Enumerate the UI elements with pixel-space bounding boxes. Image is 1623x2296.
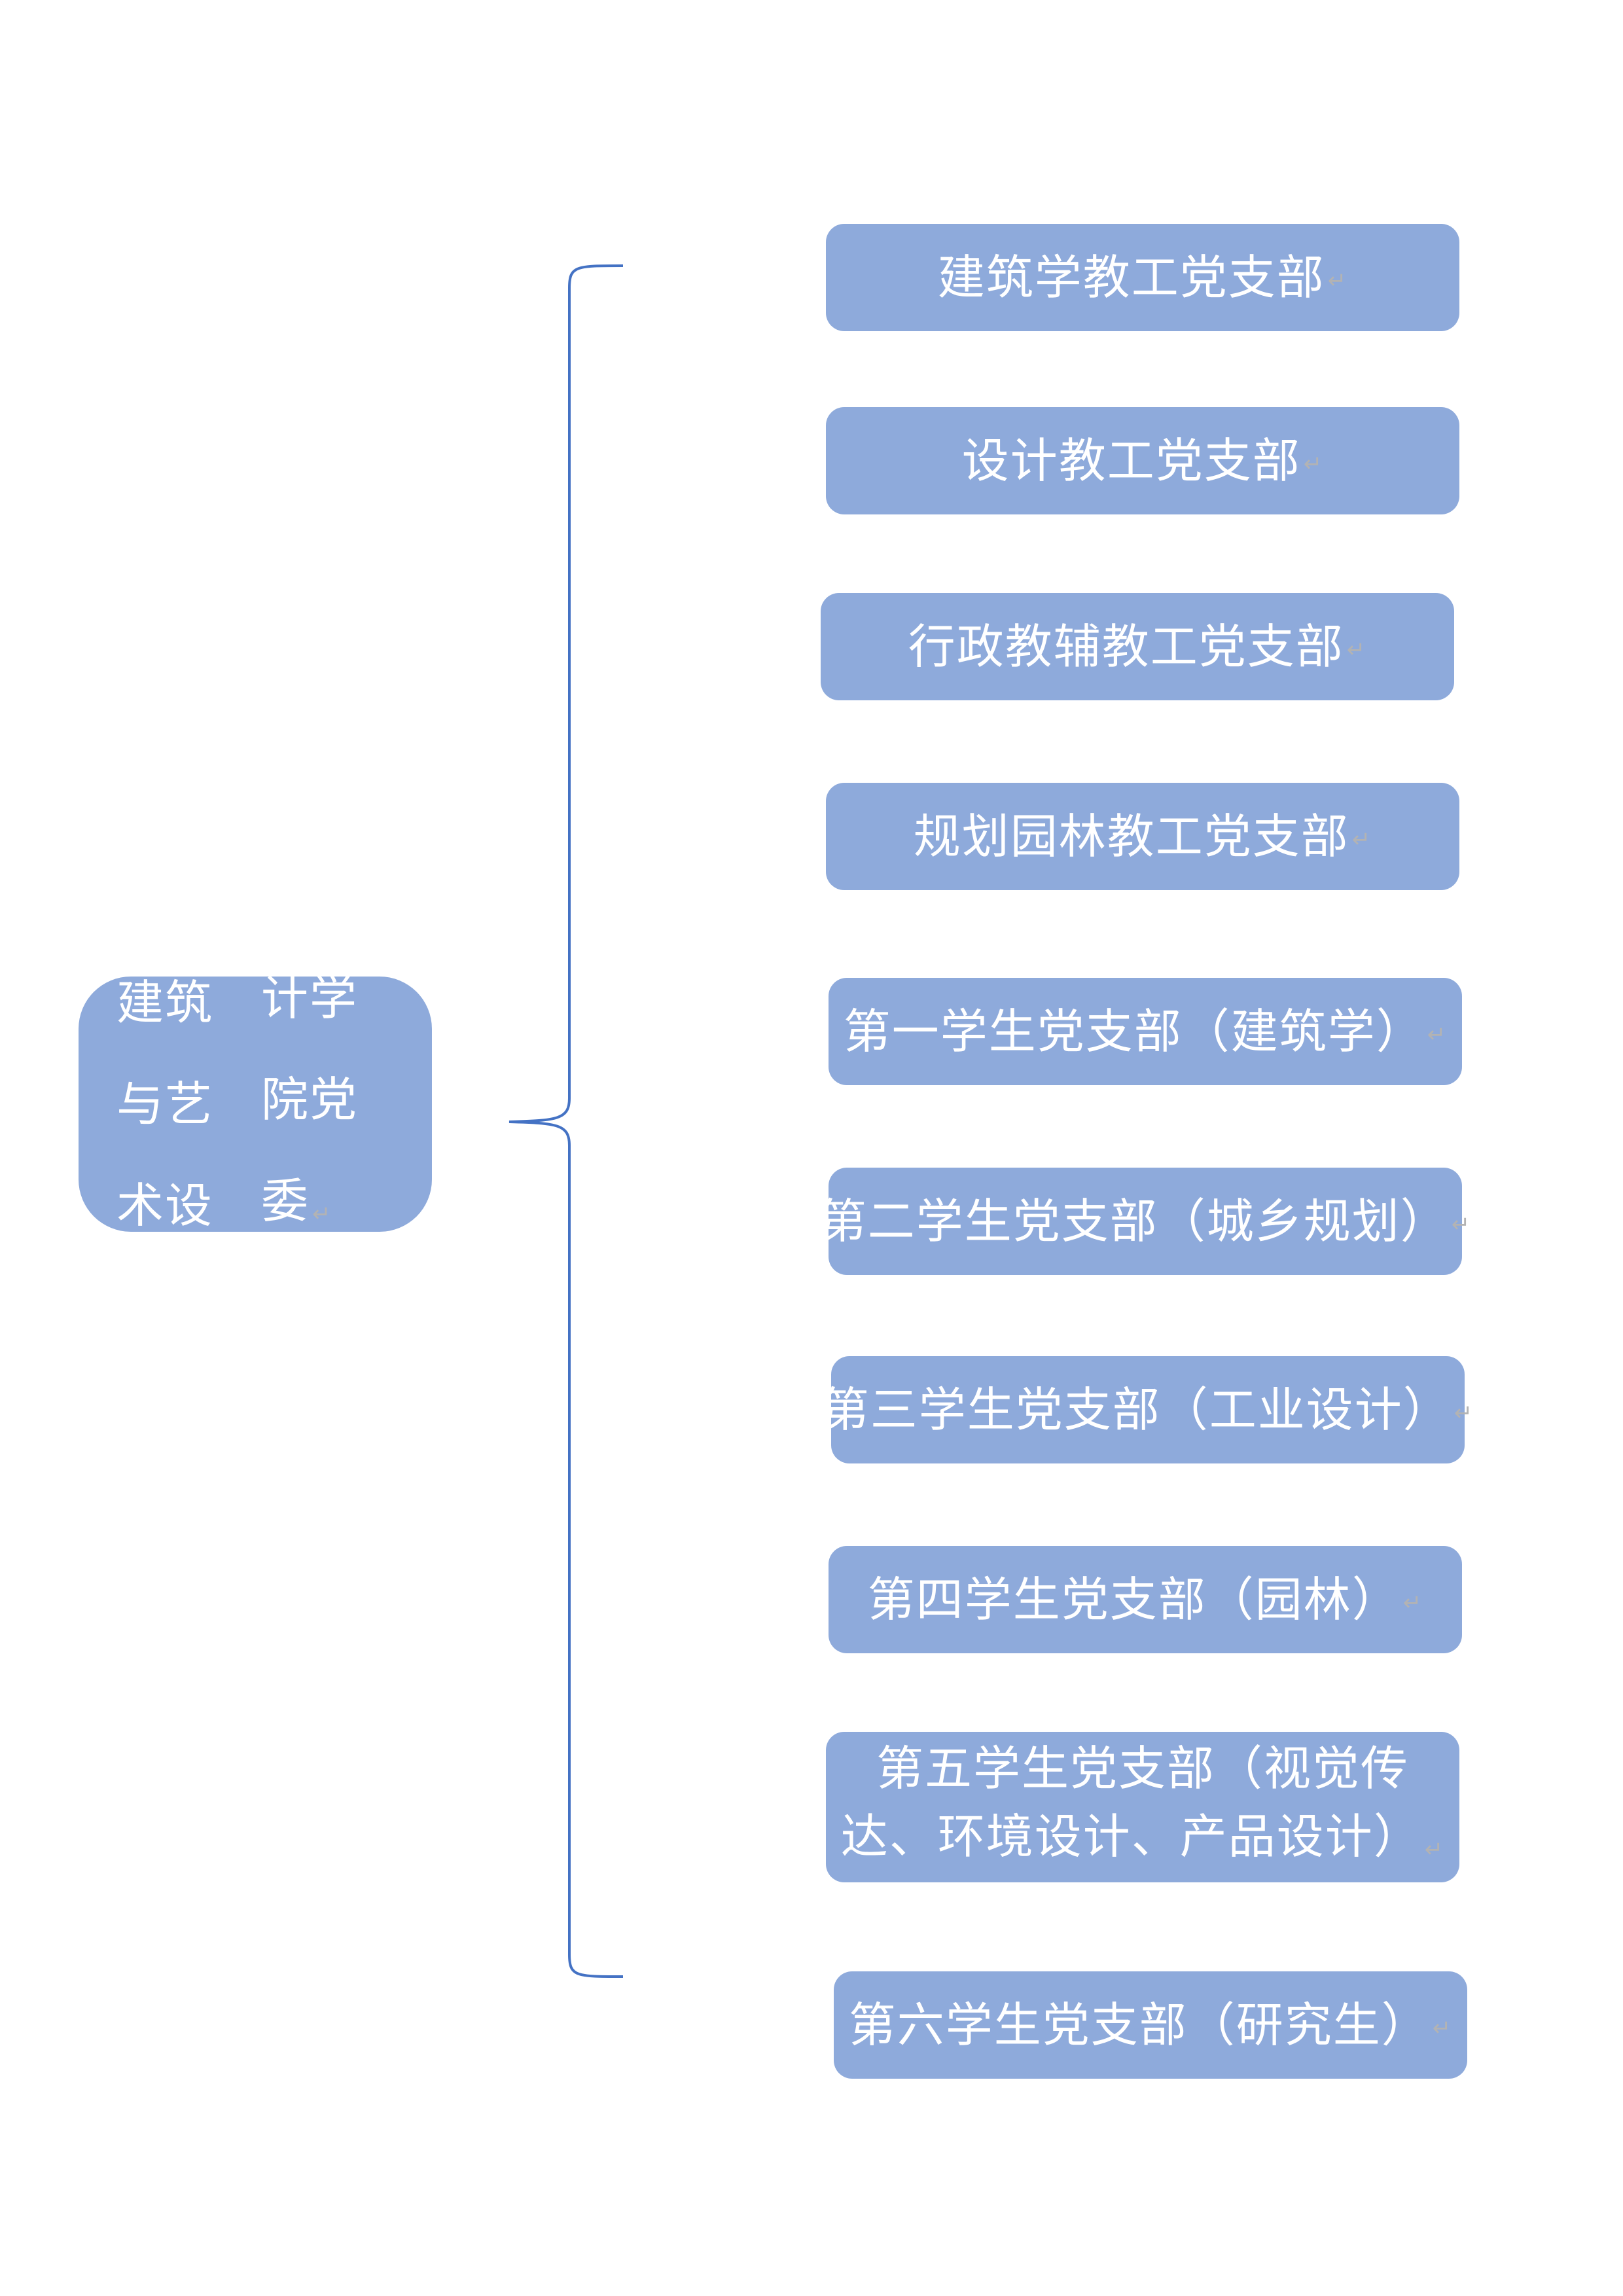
branch-label-2: 设计教工党支部 <box>961 433 1301 488</box>
branch-label-4: 规划园林教工党支部 <box>913 808 1349 864</box>
root-label-line2-text: 计学院党委 <box>261 970 359 1229</box>
root-label-line2: 计学院党委↵ <box>261 948 406 1261</box>
branch-label-9-line2-row: 达、环境设计、产品设计）↵ <box>841 1803 1445 1880</box>
branch-node-7: 第三学生党支部（工业设计）↵ <box>822 1356 1472 1463</box>
branch-node-2: 设计教工党支部↵ <box>826 407 1459 514</box>
branch-label-7: 第三学生党支部（工业设计） <box>821 1382 1452 1437</box>
paragraph-mark-icon: ↵ <box>1351 827 1372 853</box>
root-label-line1: 建筑与艺术设 <box>116 975 214 1233</box>
branch-label-9-line1: 第五学生党支部（视觉传 <box>876 1741 1409 1796</box>
paragraph-mark-icon: ↵ <box>1327 268 1348 295</box>
branch-label-8: 第四学生党支部（园林） <box>867 1571 1400 1627</box>
paragraph-mark-icon: ↵ <box>1346 637 1367 664</box>
branch-node-8: 第四学生党支部（园林）↵ <box>829 1546 1462 1653</box>
branch-node-4: 规划园林教工党支部↵ <box>826 783 1459 890</box>
branch-label-10: 第六学生党支部（研究生） <box>848 1997 1430 2053</box>
paragraph-mark-icon: ↵ <box>1432 2015 1453 2042</box>
branch-node-6: 第二学生党支部（城乡规划）↵ <box>819 1168 1470 1275</box>
branch-label-6: 第二学生党支部（城乡规划） <box>819 1193 1449 1249</box>
branch-node-3: 行政教辅教工党支部↵ <box>821 593 1454 700</box>
paragraph-mark-icon: ↵ <box>1454 1400 1474 1427</box>
paragraph-mark-icon: ↵ <box>312 1200 332 1227</box>
root-node-party-committee: 建筑与艺术设 计学院党委↵ <box>79 971 432 1233</box>
branch-node-5: 第一学生党支部（建筑学）↵ <box>829 978 1462 1085</box>
branch-label-1: 建筑学教工党支部 <box>937 249 1325 305</box>
branch-node-10: 第六学生党支部（研究生）↵ <box>834 1971 1467 2079</box>
paragraph-mark-icon: ↵ <box>1424 1837 1445 1863</box>
paragraph-mark-icon: ↵ <box>1303 451 1324 478</box>
branch-node-9: 第五学生党支部（视觉传 达、环境设计、产品设计）↵ <box>826 1732 1459 1882</box>
branch-label-9-line2: 达、环境设计、产品设计） <box>840 1809 1422 1864</box>
branch-label-9-wrap: 第五学生党支部（视觉传 达、环境设计、产品设计）↵ <box>841 1734 1445 1880</box>
paragraph-mark-icon: ↵ <box>1402 1590 1423 1617</box>
paragraph-mark-icon: ↵ <box>1427 1022 1448 1049</box>
branch-node-1: 建筑学教工党支部↵ <box>826 224 1459 331</box>
branch-label-5: 第一学生党支部（建筑学） <box>843 1003 1425 1059</box>
branch-label-3: 行政教辅教工党支部 <box>908 619 1344 674</box>
paragraph-mark-icon: ↵ <box>1451 1211 1472 1238</box>
